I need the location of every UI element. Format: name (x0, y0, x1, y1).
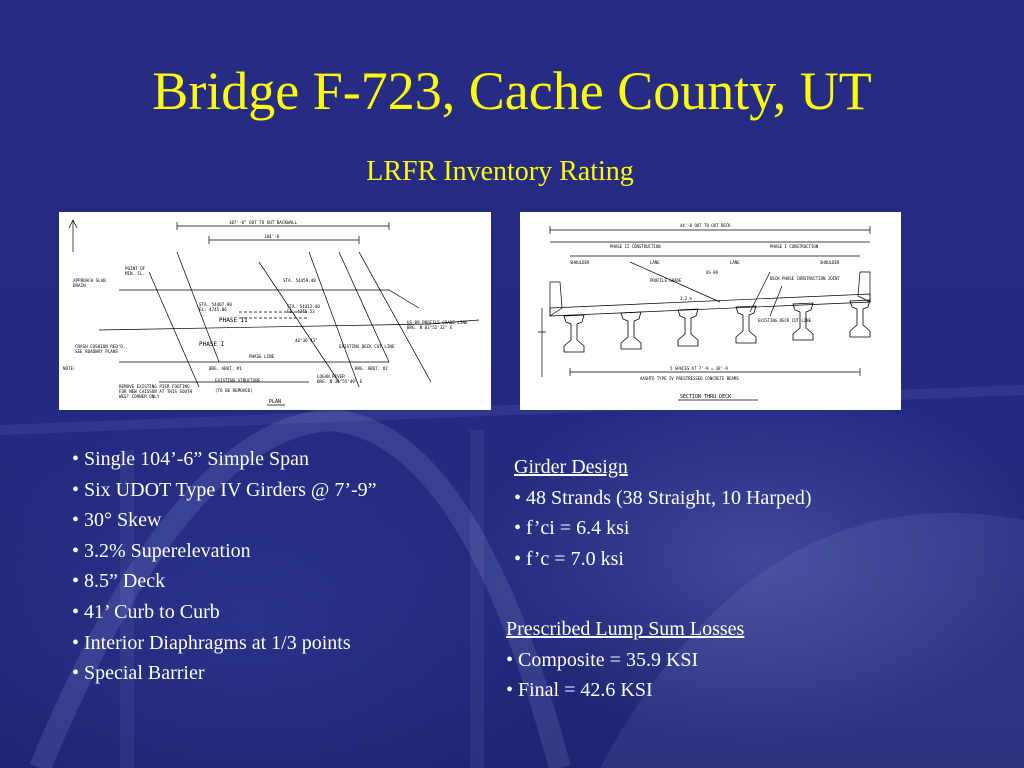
plan-crash-label: CRASH CUSHION REQ'D, (75, 344, 125, 349)
list-item: • Interior Diaphragms at 1/3 points (72, 631, 351, 654)
girder-design-list: Girder Design • 48 Strands (38 Straight,… (514, 452, 812, 574)
losses-list: Prescribed Lump Sum Losses • Composite =… (506, 614, 744, 706)
list-item: • Final = 42.6 KSI (506, 679, 653, 702)
plan-span-dim: 104'-6 (264, 234, 280, 239)
section-deck-cut-label: EXISTING DECK CUT LINE (758, 318, 812, 323)
plan-existing-label: EXISTING STRUCTURE (215, 378, 261, 383)
list-item: • 41’ Curb to Curb (72, 600, 220, 623)
plan-brg-label: BRG. N 83°52'32" E (407, 325, 453, 330)
plan-abut2-label: BRG. ABUT. #2 (355, 366, 388, 371)
slide-title: Bridge F-723, Cache County, UT (152, 61, 872, 121)
section-shoulder-left: SHOULDER (570, 260, 590, 265)
losses-heading: Prescribed Lump Sum Losses (506, 618, 745, 640)
plan-deck-line-label: EXISTING DECK CUT LINE (339, 344, 395, 349)
plan-note-label: NOTE: (63, 366, 76, 371)
list-item: • Six UDOT Type IV Girders @ 7’-9” (72, 478, 377, 501)
section-us89-label: US-89 (706, 270, 719, 275)
plan-remove2-label: FOR NEW CAISSON AT THIS SOUTH (119, 389, 193, 394)
plan-approach-label: APPROACH SLAB (73, 278, 106, 283)
section-spaces-label: 5 SPACES AT 7'-9 = 38'-9 (670, 366, 728, 371)
plan-el1-label: EL. 4745.06 (199, 307, 227, 312)
plan-remove3-label: WEST CORNER ONLY (119, 394, 160, 399)
slide-subtitle: LRFR Inventory Rating (366, 156, 634, 187)
section-beams-label: AASHTO TYPE IV PRESTRESSED CONCRETE BEAM… (640, 376, 739, 381)
plan-logan-label: LOGAN RIVER (317, 374, 345, 379)
girders-group (563, 299, 871, 353)
section-caption: SECTION THRU DECK (680, 394, 731, 400)
plan-min-cl-label: MIN. CL. (125, 271, 145, 276)
plan-caption: PLAN (269, 399, 281, 405)
plan-sta1-label: STA. 54459.40 (283, 278, 316, 283)
plan-existing2-label: (TO BE REMOVED) (215, 388, 253, 393)
plan-phase2-label: PHASE II (219, 317, 248, 324)
section-top-dim: 44'-0 OUT TO OUT DECK (680, 223, 731, 228)
list-item: • Special Barrier (72, 662, 205, 685)
section-profile-label: PROFILE GRADE (650, 278, 682, 283)
plan-point-label: POINT OF (125, 266, 146, 271)
bridge-features-list: • Single 104’-6” Simple Span • Six UDOT … (72, 444, 377, 689)
list-item: • 30° Skew (72, 509, 162, 532)
section-lane-right: LANE (730, 260, 740, 265)
plan-top-dim: 107'-6" OUT TO OUT BACKWALL (229, 220, 298, 225)
plan-profile-label: US-89 PROFILE GRADE LINE (407, 320, 468, 325)
plan-phase-line-label: PHASE LINE (249, 354, 275, 359)
section-drawing: 44'-0 OUT TO OUT DECK PHASE II CONSTRUCT… (520, 212, 901, 410)
plan-abut1-label: BRG. ABUT. #1 (209, 366, 242, 371)
section-shoulder-right: SHOULDER (820, 260, 840, 265)
plan-sta2-label: STA. 54407.90 (199, 302, 232, 307)
list-item: • 48 Strands (38 Straight, 10 Harped) (514, 486, 812, 509)
section-deck-phase-label: DECK PHASE CONSTRUCTION JOINT (770, 276, 840, 281)
plan-drain-label: DRAIN (73, 283, 86, 288)
plan-el2-label: EL. 4745.53 (287, 309, 315, 314)
section-lane-left: LANE (650, 260, 660, 265)
list-item: • f’c = 7.0 ksi (514, 547, 624, 570)
section-phase2-label: PHASE II CONSTRUCTION (610, 244, 661, 249)
section-slope-label: 3.2 % (680, 296, 693, 301)
plan-angle-label: 46°36'43" (295, 338, 318, 343)
plan-phase1-label: PHASE I (199, 341, 225, 348)
list-item: • Single 104’-6” Simple Span (72, 448, 309, 470)
plan-sta3-label: STA. 54412.40 (287, 304, 320, 309)
plan-see-roadway-label: SEE ROADWAY PLANS (75, 349, 118, 354)
section-phase1-label: PHASE I CONSTRUCTION (770, 244, 819, 249)
list-item: • 3.2% Superelevation (72, 539, 251, 562)
list-item: • f’ci = 6.4 ksi (514, 517, 630, 540)
plan-logan-brg-label: BRG. N 36°55'49" E (317, 379, 363, 384)
list-item: • 8.5” Deck (72, 570, 166, 593)
plan-drawing: 107'-6" OUT TO OUT BACKWALL 104'-6 APPRO… (59, 212, 491, 410)
girder-design-heading: Girder Design (514, 456, 628, 478)
plan-remove-label: REMOVE EXISTING PIER FOOTING (119, 384, 190, 389)
list-item: • Composite = 35.9 KSI (506, 648, 699, 671)
